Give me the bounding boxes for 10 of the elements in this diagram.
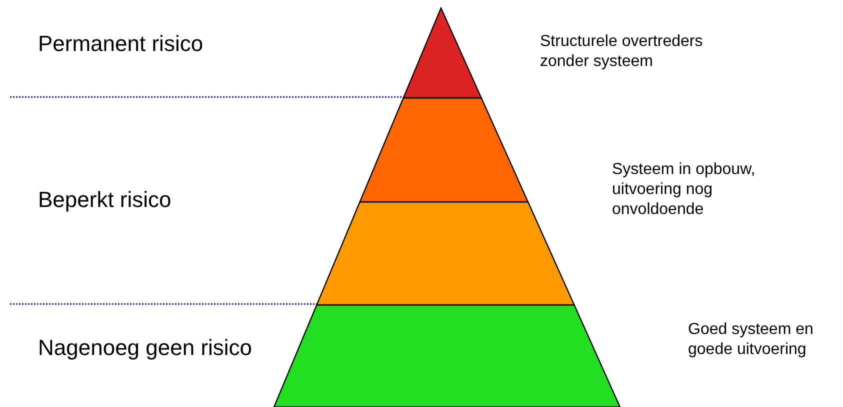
pyramid-band [273,304,621,407]
pyramid-top [402,6,482,99]
pyramid-band [316,201,576,306]
label-text: Permanent risico [38,30,204,58]
pyramid-band [358,97,529,203]
label-text: Nagenoeg geen risico [38,334,252,362]
label-text: Systeem in opbouw, uitvoering nog onvoldoende [612,160,756,220]
label-text: Beperkt risico [38,186,172,214]
label-text: Structurele overtreders zonder systeem [540,32,704,72]
label-text: Goed systeem en goede uitvoering [688,320,814,360]
